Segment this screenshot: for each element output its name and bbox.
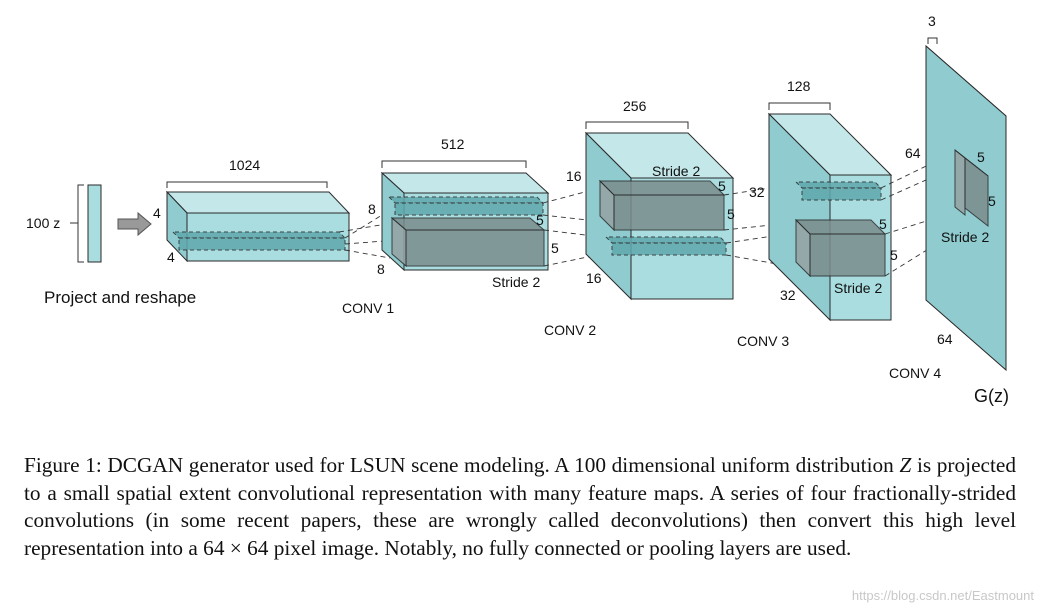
- project-label: Project and reshape: [44, 288, 196, 307]
- conv1-kernel2-label: 5: [551, 240, 559, 256]
- figure-caption: Figure 1: DCGAN generator used for LSUN …: [24, 452, 1016, 562]
- block-project-reshape: [165, 181, 351, 263]
- input-vector: [70, 184, 102, 263]
- conv3-stride-label: Stride 2: [834, 280, 882, 296]
- input-label: 100 z: [26, 215, 60, 231]
- conv2-kernel2-label: 5: [727, 206, 735, 222]
- conv1-kernel1-label: 5: [536, 212, 544, 228]
- conv4-stride-label: Stride 2: [941, 229, 989, 245]
- conv1-width-label: 512: [441, 136, 465, 152]
- block-conv2: [584, 121, 735, 301]
- conv2-depth-label: 16: [586, 270, 602, 286]
- conv1-name-label: CONV 1: [342, 300, 394, 316]
- conv4-kernel2-label: 5: [988, 193, 996, 209]
- conv3-width-label: 128: [787, 78, 811, 94]
- conv3-height-label: 32: [749, 184, 765, 200]
- arrow-icon: [117, 211, 152, 237]
- conv2-stride-label: Stride 2: [652, 163, 700, 179]
- block-conv1: [380, 160, 550, 272]
- conv4-width-label: 3: [928, 13, 936, 29]
- block-conv3: [767, 102, 893, 322]
- watermark: https://blog.csdn.net/Eastmount: [851, 588, 1034, 603]
- conv3-name-label: CONV 3: [737, 333, 789, 349]
- conv1-height-label: 8: [368, 201, 376, 217]
- conv4-kernel1-label: 5: [977, 149, 985, 165]
- conv3-depth-label: 32: [780, 287, 796, 303]
- caption-lead: Figure 1: DCGAN generator used for LSUN …: [24, 453, 894, 477]
- block0-depth-label: 4: [167, 249, 175, 265]
- conv4-depth-label: 64: [937, 331, 953, 347]
- conv3-kernel2-label: 5: [890, 247, 898, 263]
- conv3-kernel1-label: 5: [879, 216, 887, 232]
- block-conv4: [925, 37, 1007, 372]
- conv4-height-label: 64: [905, 145, 921, 161]
- caption-rest: is projected to a small spatial extent c…: [24, 453, 1016, 560]
- conv2-height-label: 16: [566, 168, 582, 184]
- conv1-depth-label: 8: [377, 261, 385, 277]
- block0-height-label: 4: [153, 205, 161, 221]
- conv2-width-label: 256: [623, 98, 647, 114]
- caption-variable: Z: [899, 453, 912, 477]
- conv2-name-label: CONV 2: [544, 322, 596, 338]
- conv2-kernel1-label: 5: [718, 178, 726, 194]
- conv1-stride-label: Stride 2: [492, 274, 540, 290]
- output-label: G(z): [974, 386, 1009, 406]
- dcgan-architecture-diagram: .face { fill: #aadde0; stroke: #2a2a2a; …: [26, 13, 1009, 406]
- conv4-name-label: CONV 4: [889, 365, 941, 381]
- block0-width-label: 1024: [229, 157, 260, 173]
